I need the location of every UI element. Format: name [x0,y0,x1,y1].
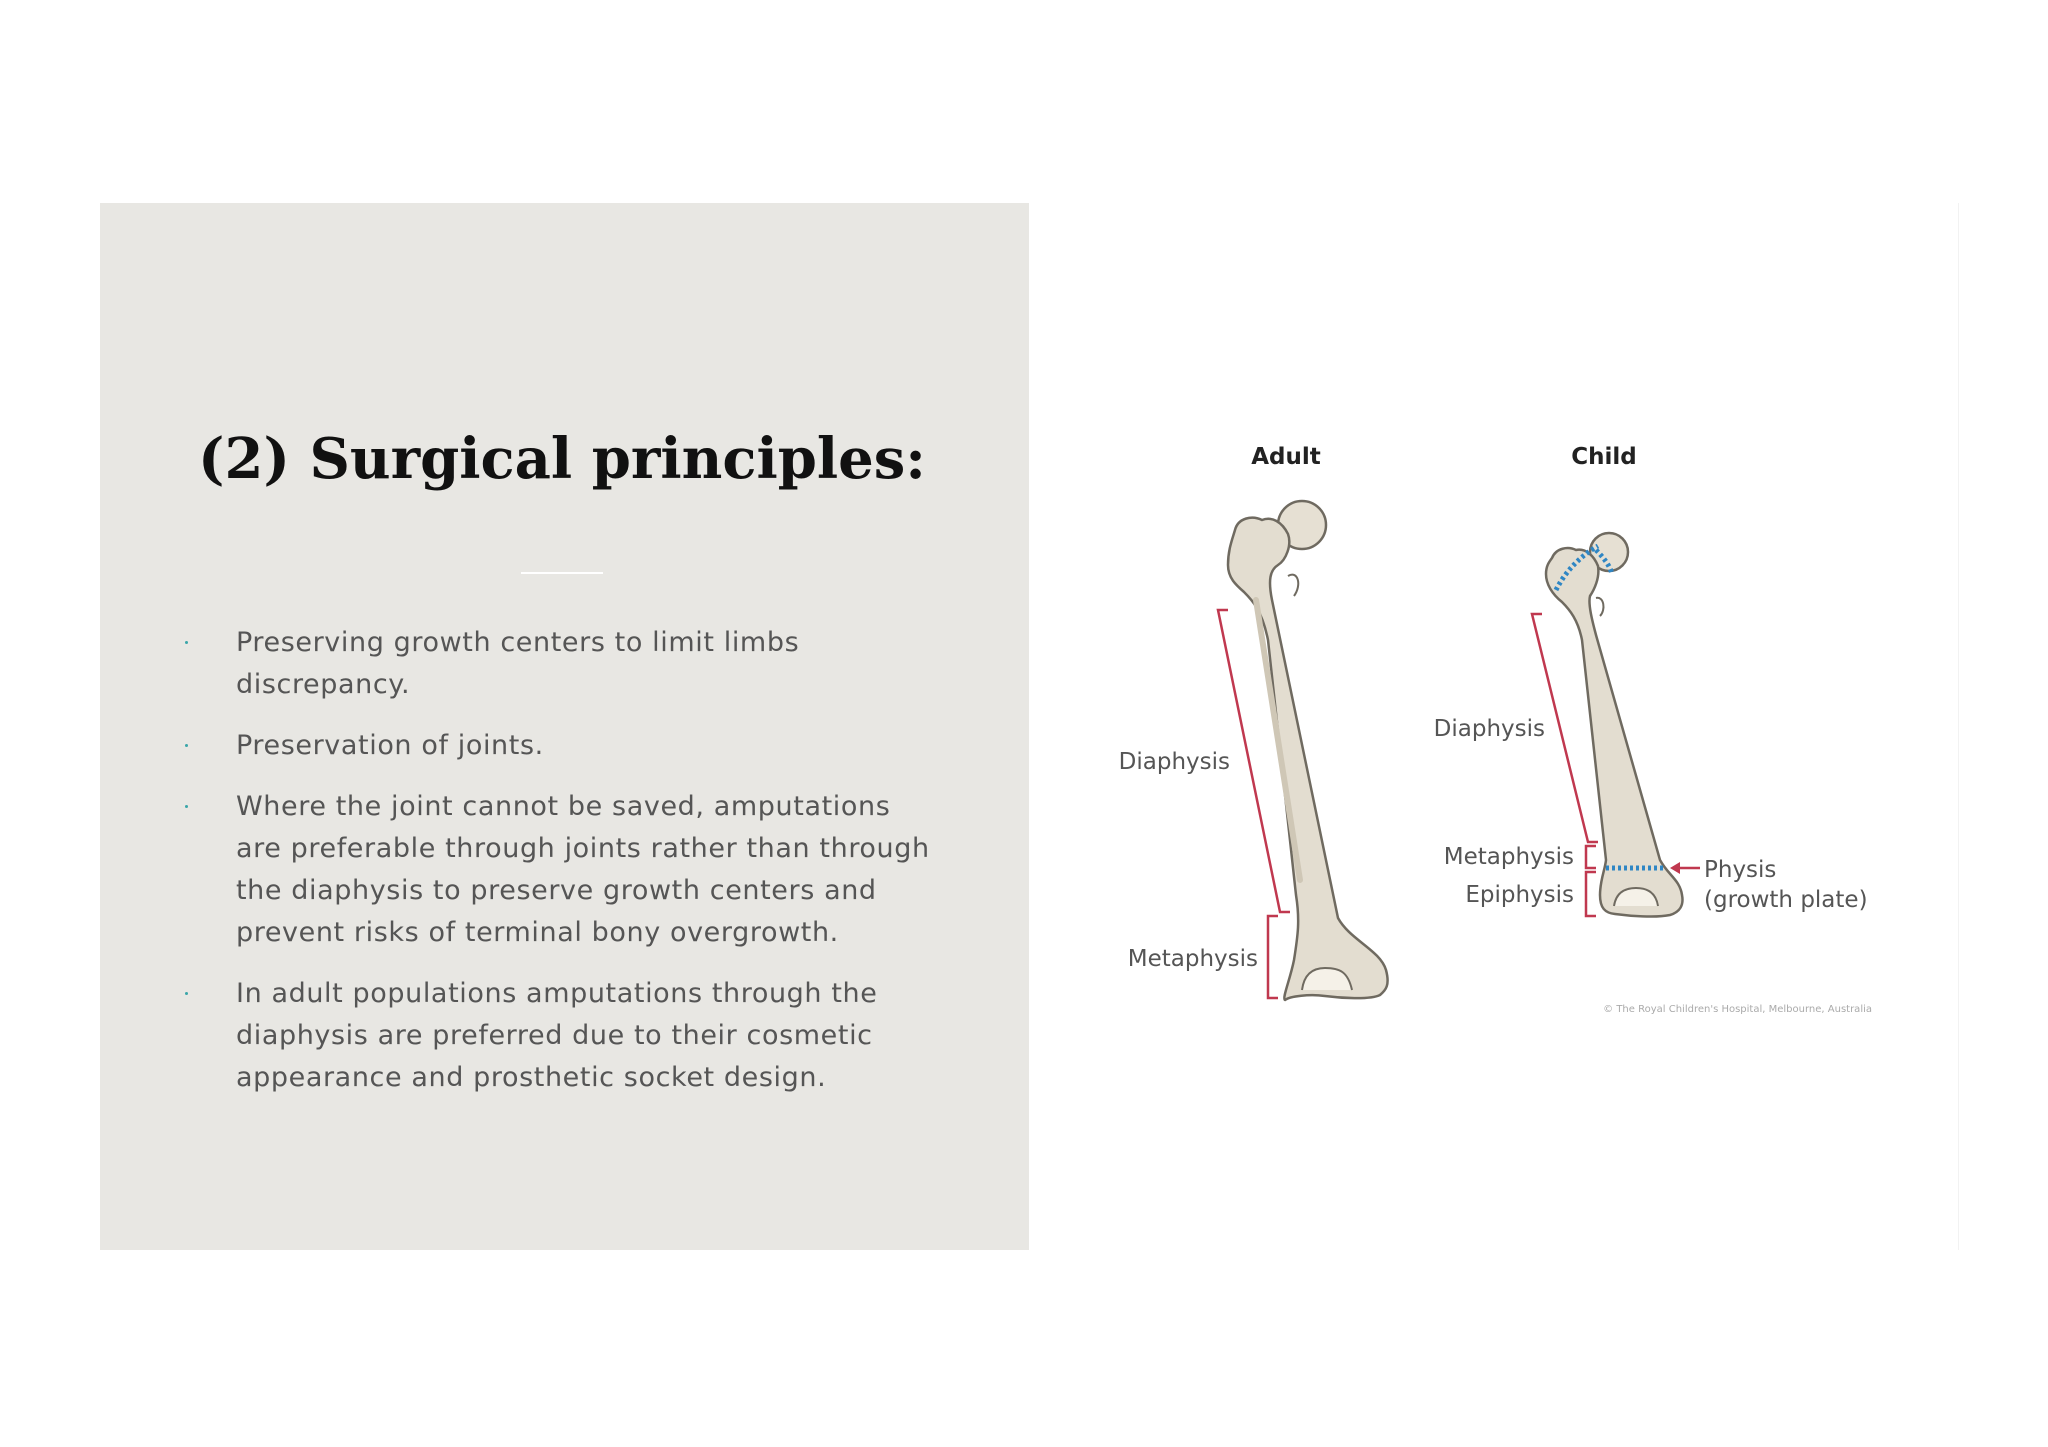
bullet-dot-icon [185,641,188,644]
growth-plate-label: (growth plate) [1704,887,1868,913]
bullet-text: Where the joint cannot be saved, amputat… [236,791,930,948]
bullet-list: Preserving growth centers to limit limbs… [180,622,940,1118]
bullet-item: Preserving growth centers to limit limbs… [180,622,940,706]
bullet-dot-icon [185,805,188,808]
adult-condyle-notch [1301,966,1353,991]
adult-shaft-shading [1253,597,1303,883]
bullet-text: Preserving growth centers to limit limbs… [236,627,800,700]
child-condyle-notch [1613,886,1659,907]
adult-metaphysis-label: Metaphysis [1128,946,1258,972]
slide-title: (2) Surgical principles: [198,426,926,492]
child-head-growth-plate [1594,548,1615,575]
child-femur [1544,531,1684,918]
child-brackets [1530,612,1700,918]
child-femur-shaft [1544,546,1684,918]
bullet-text: Preservation of joints. [236,730,544,761]
adult-metaphysis-bracket [1266,914,1278,1000]
physis-label: Physis [1704,857,1776,883]
bullet-item: Where the joint cannot be saved, amputat… [180,786,940,954]
title-divider [521,572,603,574]
content-panel [100,203,1029,1250]
adult-femur-shaft [1226,516,1389,1002]
child-epiphysis-bracket [1584,870,1596,918]
bullet-item: In adult populations amputations through… [180,973,940,1099]
adult-diaphysis-bracket [1216,608,1290,914]
adult-diaphysis-label: Diaphysis [1119,749,1230,775]
child-proximal-growth-plate [1553,543,1600,592]
slide-edge-line [1958,203,1959,1250]
adult-lesser-trochanter [1287,573,1300,597]
child-diaphysis-label: Diaphysis [1434,716,1545,742]
child-lesser-trochanter [1595,596,1605,617]
adult-label: Adult [1251,444,1321,470]
adult-brackets [1216,608,1290,1000]
bullet-dot-icon [185,992,188,995]
bullet-dot-icon [185,744,188,747]
child-diaphysis-bracket [1530,612,1598,844]
bullet-text: In adult populations amputations through… [236,978,878,1093]
bullet-item: Preservation of joints. [180,725,940,767]
copyright-note: © The Royal Children's Hospital, Melbour… [1603,1004,1872,1015]
femur-diagram: Adult Child Diaphysis Metaphysis Diaphys… [1119,444,1872,1015]
child-metaphysis-label: Metaphysis [1444,844,1574,870]
adult-femur [1226,499,1389,1002]
child-metaphysis-bracket [1584,844,1596,870]
child-epiphysis-label: Epiphysis [1465,882,1574,908]
child-label: Child [1571,444,1637,470]
physis-arrow-head [1670,862,1680,874]
